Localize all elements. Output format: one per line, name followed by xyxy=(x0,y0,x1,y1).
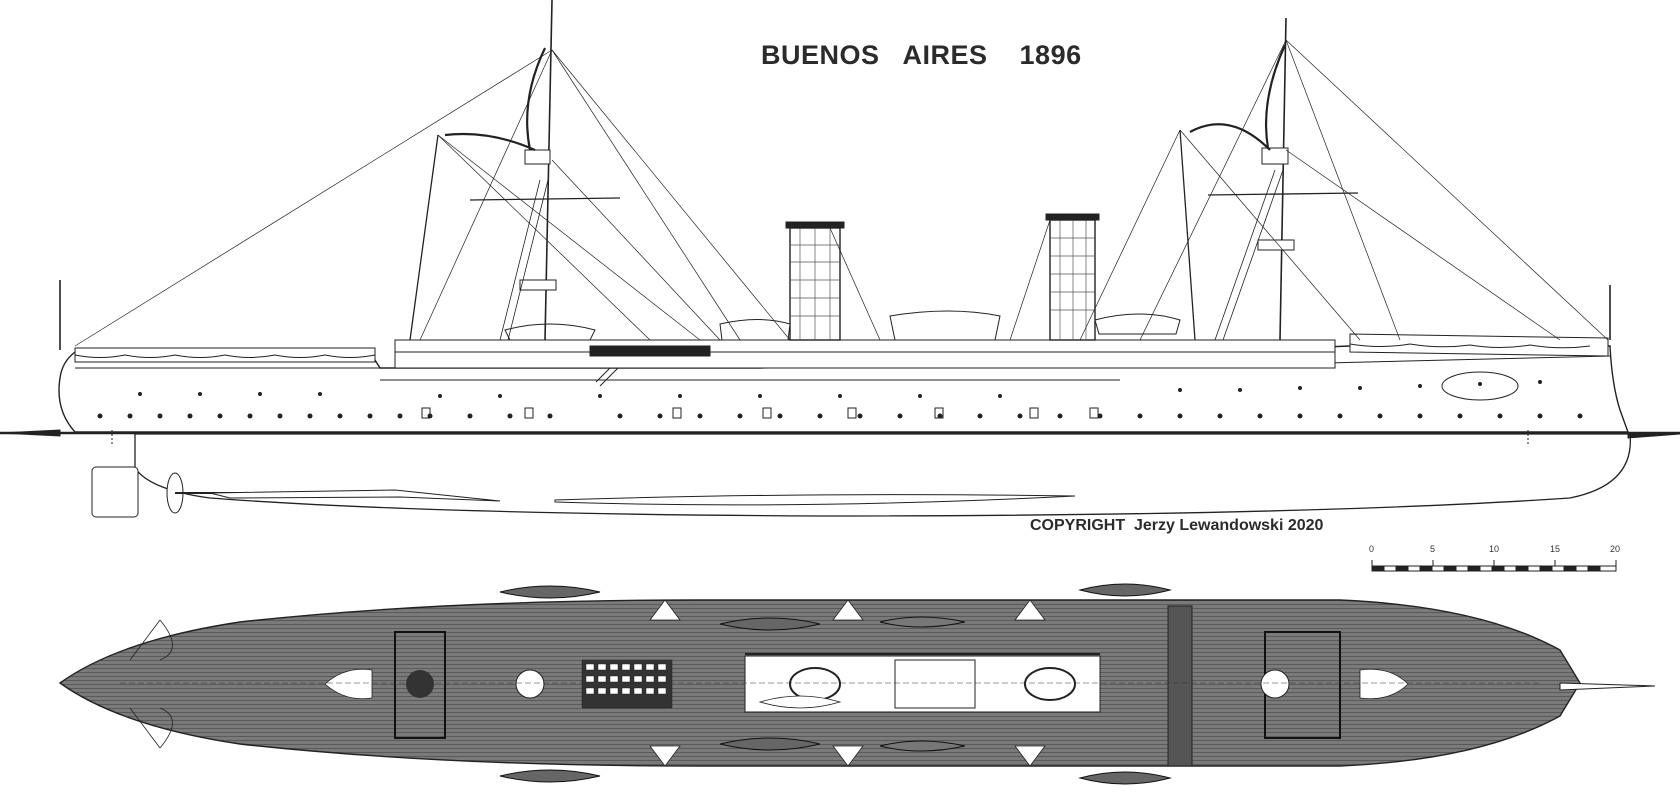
deck-plan xyxy=(58,583,1656,785)
side-elevation xyxy=(0,0,1680,518)
funnel-fore-plan xyxy=(1024,667,1076,701)
funnel-aft-plan xyxy=(789,667,841,701)
gun-shields xyxy=(324,668,1409,709)
scale-label-5: 5 xyxy=(1430,544,1436,554)
hawse-pipe xyxy=(1441,371,1519,401)
rigging xyxy=(74,39,1609,347)
scale-label-0: 0 xyxy=(1369,544,1375,554)
deck-lifeboats xyxy=(499,583,1172,785)
scale-label-15: 15 xyxy=(1550,544,1561,554)
scale-label-20: 20 xyxy=(1610,544,1621,554)
scale-bar xyxy=(1371,560,1617,572)
funnels xyxy=(785,213,1100,341)
hull-lower xyxy=(134,433,1631,517)
fore-awning xyxy=(1349,333,1609,357)
superstructure xyxy=(394,339,1336,369)
portholes xyxy=(97,380,1583,419)
side-boats xyxy=(504,310,1181,341)
aft-gun-platform xyxy=(394,631,446,739)
sponson-guns xyxy=(649,599,1046,767)
scale-label-10: 10 xyxy=(1489,544,1500,554)
gun-ports xyxy=(421,407,1099,419)
rudder xyxy=(91,466,139,518)
skylight-grid xyxy=(581,659,673,709)
copyright-notice: COPYRIGHT Jerzy Lewandowski 2020 xyxy=(1030,517,1324,534)
drawing-title: BUENOS AIRES 1896 xyxy=(761,40,1082,70)
